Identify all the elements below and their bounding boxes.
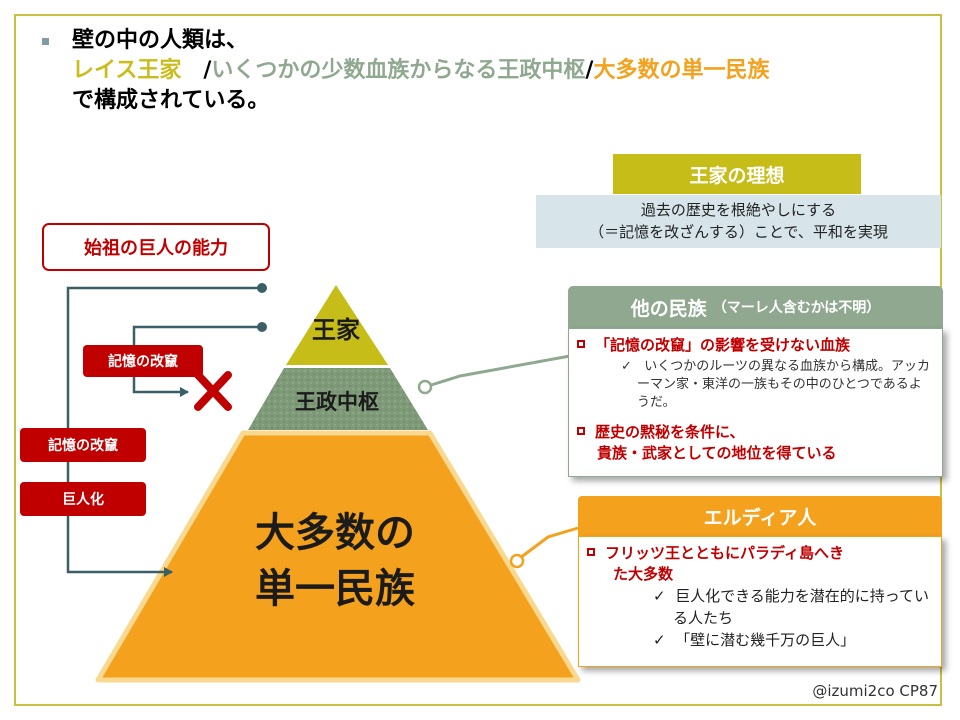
other-clans-item1-text: 「記憶の改竄」の影響を受けない血族 [595,336,851,354]
eldian-sub2-text: 「壁に潜む幾千万の巨人」 [675,631,856,649]
callout-dot-government [417,379,433,395]
other-clans-note: （マーレ人含むかは不明） [712,300,881,316]
eldian-title: エルディア人 [578,496,942,536]
eldian-panel: フリッツ王とともにパラディ島へき た大多数 ✓ 巨人化できる能力を潜在的に持って… [578,536,942,667]
other-clans-item2: 歴史の黙秘を条件に、 [577,422,934,443]
square-bullet-icon [577,427,585,435]
connector-dot-royal [257,283,267,293]
royal-ideal-body: 過去の歴史を根絶やしにする （＝記憶を改ざんする）ことで、平和を実現 [536,195,941,248]
eldian-item1-line1: フリッツ王とともにパラディ島へき [605,544,844,562]
credit: @izumi2co CP87 [812,682,938,700]
eldian-sub2: ✓ 「壁に潜む幾千万の巨人」 [653,631,856,649]
headline-royal: レイス王家 [72,58,182,83]
other-clans-panel: 「記憶の改竄」の影響を受けない血族 ✓ いくつかのルーツの異なる血族から構成。ア… [568,328,943,477]
eldian-item1: フリッツ王とともにパラディ島へき [587,543,933,564]
eldian-sub1: ✓ 巨人化できる能力を潜在的に持っている人たち [653,587,930,627]
other-clans-item1: 「記憶の改竄」の影響を受けない血族 [577,335,934,356]
other-clans-item2-line1: 歴史の黙秘を条件に、 [595,423,745,441]
headline-sep1: / [181,58,212,83]
callout-dot-majority [509,553,525,569]
titanize-label: 巨人化 [20,482,146,516]
founding-titan-ability: 始祖の巨人の能力 [42,223,270,271]
other-clans-item2-line2: 貴族・武家としての地位を得ている [597,444,837,462]
square-bullet-icon [577,340,585,348]
royal-ideal-title: 王家の理想 [613,154,861,194]
memory-edit-label-lower: 記憶の改竄 [20,428,146,462]
pyramid-bottom-line2: 単一民族 [255,566,415,612]
square-bullet-icon [587,548,595,556]
royal-ideal-line2: （＝記憶を改ざんする）ことで、平和を実現 [589,223,888,241]
other-clans-item1-sub: ✓ いくつかのルーツの異なる血族から構成。アッカーマン家・東洋の一族もその中のひ… [621,359,931,410]
pyramid-top-label: 王家 [312,316,360,344]
headline-majority: 大多数の単一民族 [593,58,770,83]
headline-line3: で構成されている。 [72,88,270,113]
pyramid-top-tier [286,285,388,365]
headline-line2: レイス王家 /いくつかの少数血族からなる王政中枢/大多数の単一民族 [72,56,769,86]
pyramid-middle-tier [248,368,428,430]
eldian-sub1-text: 巨人化できる能力を潜在的に持っている人たち [673,587,930,627]
x-mark-icon [194,371,232,411]
callout-line-majority [519,526,579,560]
headline-sep2: / [585,58,594,83]
pyramid-bottom-tier [95,430,581,683]
royal-ideal-line1: 過去の歴史を根絶やしにする [640,201,837,219]
other-clans-title: 他の民族 （マーレ人含むかは不明） [568,286,943,328]
pyramid-bottom-line1: 大多数の [255,510,415,556]
eldian-item1-line2: た大多数 [613,565,674,583]
bullet-icon [42,38,49,45]
headline-line1: 壁の中の人類は、 [72,28,249,53]
pyramid-bottom-label: 大多数の 単一民族 [200,505,470,617]
memory-edit-label-upper: 記憶の改竄 [83,345,203,377]
connector-dot-government [257,322,267,332]
pyramid-middle-label: 王政中枢 [295,390,379,414]
other-clans-item1-sub-text: いくつかのルーツの異なる血族から構成。アッカーマン家・東洋の一族もその中のひとつ… [637,359,931,410]
headline-gov: いくつかの少数血族からなる王政中枢 [211,58,586,83]
other-clans-title-text: 他の民族 [630,297,707,320]
callout-line-government [427,354,571,388]
